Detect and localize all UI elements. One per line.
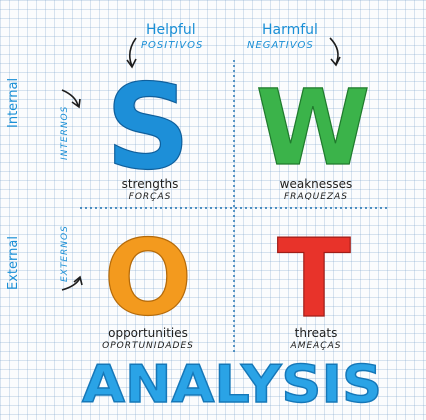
external-arrowhead — [73, 275, 83, 286]
harmful-arrowhead — [330, 56, 341, 67]
letter-s: S — [106, 58, 191, 196]
helpful-arrowhead — [126, 58, 137, 69]
ameacas-label: AMEAÇAS — [290, 341, 342, 351]
positivos-label: POSITIVOS — [141, 40, 204, 51]
letter-o: O — [104, 217, 192, 339]
weaknesses-label: weaknesses — [279, 177, 353, 191]
oportunidades-label: OPORTUNIDADES — [102, 341, 194, 351]
threats-label: threats — [294, 326, 338, 340]
analysis-title: ANALYSIS — [82, 355, 382, 415]
letter-t: T — [277, 217, 351, 342]
negativos-label: NEGATIVOS — [247, 40, 314, 51]
strengths-label: strengths — [121, 177, 179, 191]
forcas-label: FORÇAS — [128, 192, 172, 202]
helpful-label: Helpful — [146, 22, 196, 38]
internal-arrowhead — [71, 98, 81, 109]
fraquezas-label: FRAQUEZAS — [284, 192, 348, 202]
opportunities-label: opportunities — [108, 326, 188, 340]
harmful-label: Harmful — [262, 22, 318, 38]
external-arrow — [61, 277, 81, 291]
internal-arrow — [61, 89, 79, 107]
letter-w: W — [256, 67, 371, 189]
helpful-arrow — [128, 37, 137, 67]
